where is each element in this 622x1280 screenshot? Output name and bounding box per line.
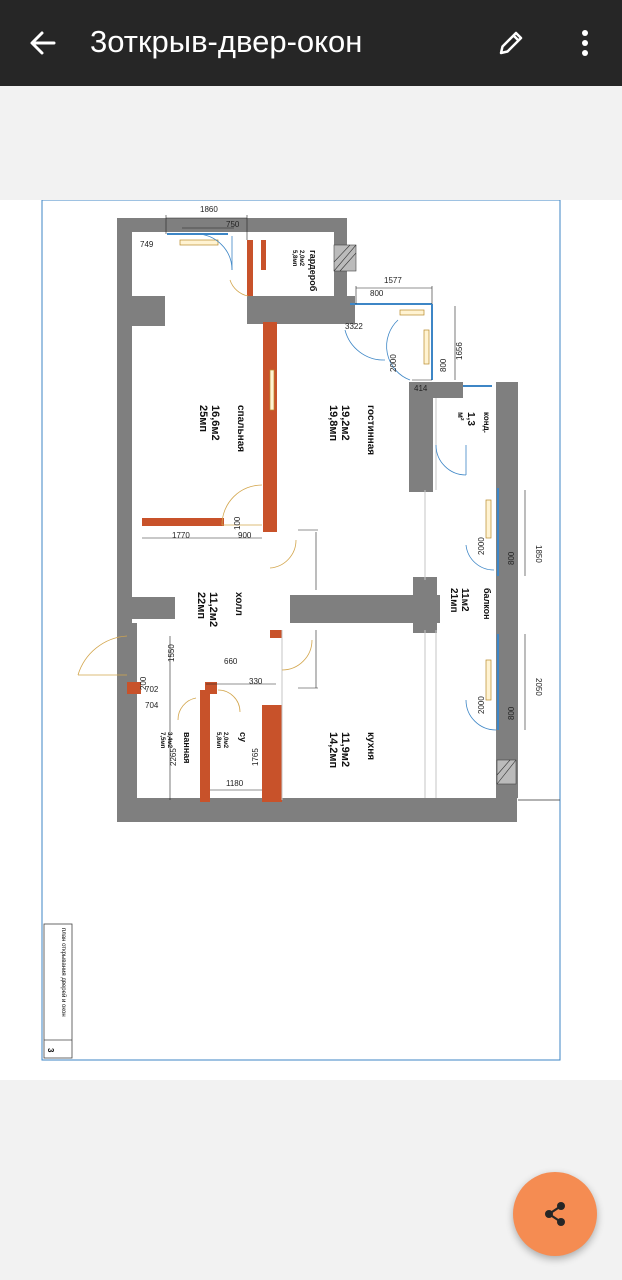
svg-text:1180: 1180 <box>226 779 244 788</box>
svg-text:2050: 2050 <box>534 678 543 696</box>
share-icon <box>545 1202 565 1226</box>
svg-text:су: су <box>238 732 248 742</box>
svg-text:22мп: 22мп <box>195 592 207 619</box>
svg-text:спальная: спальная <box>235 405 246 452</box>
room-labels: гардероб 2,0м2 5,8мп спальная 16,6м2 25м… <box>159 250 492 768</box>
svg-text:702: 702 <box>145 685 159 694</box>
more-vertical-icon <box>582 30 588 56</box>
svg-text:3,4м2: 3,4м2 <box>166 732 172 749</box>
svg-text:1860: 1860 <box>200 205 218 214</box>
svg-text:200: 200 <box>139 676 148 690</box>
svg-text:800: 800 <box>507 551 516 565</box>
svg-text:750: 750 <box>226 220 240 229</box>
svg-text:конд.: конд. <box>482 412 491 433</box>
rotated-dimension-labels: 2000 800 1656 100 1850 2000 800 1550 200… <box>139 342 543 766</box>
svg-text:25мп: 25мп <box>197 405 209 432</box>
svg-text:21мп: 21мп <box>448 588 459 613</box>
svg-text:660: 660 <box>224 657 238 666</box>
svg-text:2,0м2: 2,0м2 <box>298 250 304 267</box>
room-balcony: балкон 11м2 21мп <box>448 588 492 620</box>
svg-text:2000: 2000 <box>389 354 398 372</box>
room-living: гостинная 19,2м2 19,8мп <box>327 405 376 455</box>
stamp-caption: план открывания дверей и окон <box>60 928 67 1017</box>
svg-text:1577: 1577 <box>384 276 402 285</box>
dimension-labels: 1860 750 749 1577 800 3322 414 1770 900 … <box>140 205 428 788</box>
room-bathroom: ванная 3,4м2 7,5мп <box>159 732 192 764</box>
svg-text:1765: 1765 <box>251 748 260 766</box>
outer-walls <box>117 218 518 822</box>
svg-text:гостинная: гостинная <box>365 405 376 455</box>
svg-text:кухня: кухня <box>365 732 376 760</box>
ventilation-shaft <box>333 244 517 785</box>
svg-text:1,3: 1,3 <box>465 412 476 426</box>
room-kitchen: кухня 11,9м2 14,2мп <box>327 732 376 768</box>
svg-text:800: 800 <box>507 706 516 720</box>
share-button[interactable] <box>513 1172 597 1256</box>
svg-text:19,2м2: 19,2м2 <box>339 405 351 441</box>
svg-text:16,6м2: 16,6м2 <box>209 405 221 441</box>
svg-text:5,8мп: 5,8мп <box>215 732 221 749</box>
door-swings <box>195 233 497 731</box>
svg-text:холл: холл <box>233 592 244 616</box>
svg-text:2000: 2000 <box>477 537 486 555</box>
svg-text:14,2мп: 14,2мп <box>327 732 339 768</box>
svg-text:800: 800 <box>370 289 384 298</box>
document-title: 3открыв-двер-окон <box>90 24 363 59</box>
svg-text:балкон: балкон <box>482 588 492 620</box>
svg-text:2,0м2: 2,0м2 <box>222 732 228 749</box>
room-conditioner: конд. 1,3 м² <box>456 412 491 433</box>
svg-text:5,8мп: 5,8мп <box>291 250 297 267</box>
svg-text:1770: 1770 <box>172 531 190 540</box>
svg-text:900: 900 <box>238 531 252 540</box>
title-block <box>43 923 73 1059</box>
svg-text:330: 330 <box>249 677 263 686</box>
svg-text:7,5мп: 7,5мп <box>159 732 165 749</box>
room-wardrobe: гардероб 2,0м2 5,8мп <box>291 250 318 292</box>
more-options-button[interactable] <box>566 22 604 64</box>
back-button[interactable] <box>22 22 64 64</box>
dimension-lines <box>142 215 526 800</box>
svg-text:704: 704 <box>145 701 159 710</box>
svg-text:м²: м² <box>456 412 465 421</box>
svg-text:800: 800 <box>439 358 448 372</box>
svg-text:ванная: ванная <box>182 732 192 764</box>
svg-text:гардероб: гардероб <box>308 250 318 292</box>
room-hall: холл 11,2м2 22мп <box>195 592 244 627</box>
edit-button[interactable] <box>490 22 532 64</box>
svg-text:11м2: 11м2 <box>459 588 470 612</box>
svg-text:414: 414 <box>414 384 428 393</box>
svg-text:2265: 2265 <box>169 748 178 766</box>
svg-text:1850: 1850 <box>534 545 543 563</box>
svg-text:1550: 1550 <box>167 644 176 662</box>
page-number: 3 <box>46 1048 55 1053</box>
svg-text:100: 100 <box>233 516 242 530</box>
svg-text:749: 749 <box>140 240 154 249</box>
svg-text:1656: 1656 <box>455 342 464 360</box>
svg-text:2000: 2000 <box>477 696 486 714</box>
room-bedroom: спальная 16,6м2 25мп <box>197 405 246 452</box>
pencil-icon <box>499 31 523 55</box>
window-frames <box>167 233 499 730</box>
svg-text:11,2м2: 11,2м2 <box>207 592 219 627</box>
svg-text:3322: 3322 <box>345 322 363 331</box>
app-toolbar: 3открыв-двер-окон <box>0 0 622 86</box>
arrow-left-icon <box>30 31 56 55</box>
svg-text:19,8мп: 19,8мп <box>327 405 339 441</box>
svg-text:11,9м2: 11,9м2 <box>339 732 351 767</box>
sheet-frame <box>41 200 561 1061</box>
document-page[interactable]: план открывания дверей и окон 3 <box>0 200 622 1080</box>
floor-plan: план открывания дверей и окон 3 <box>41 200 561 1061</box>
room-wc: су 2,0м2 5,8мп <box>215 732 248 749</box>
